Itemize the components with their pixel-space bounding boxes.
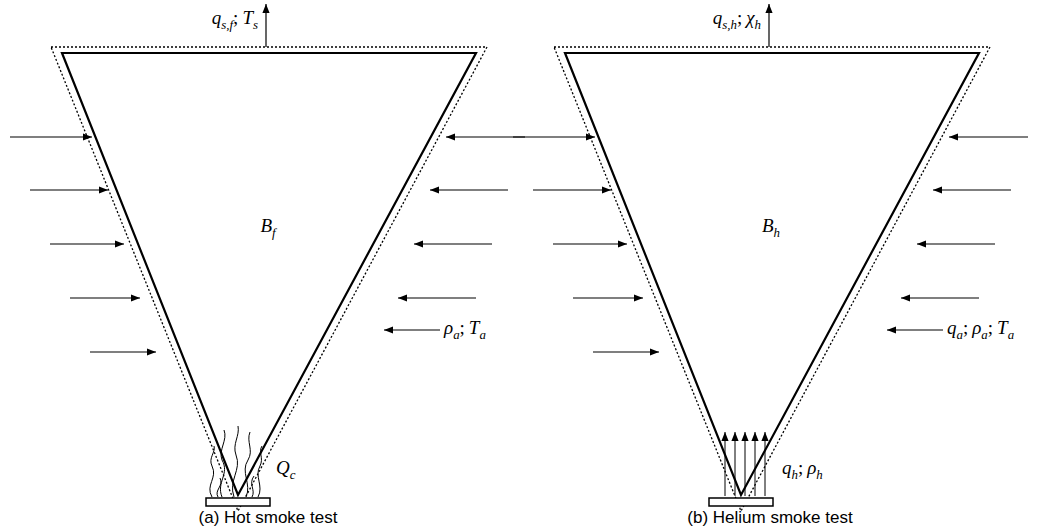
source-tray — [206, 498, 270, 506]
math-symbol: χ — [746, 7, 754, 28]
subscript: h — [774, 225, 780, 240]
label-group: ρa;Ta — [444, 318, 486, 341]
entrainment-arrow — [553, 243, 627, 244]
subscript: h — [792, 467, 798, 482]
entrainment-arrow — [573, 297, 643, 298]
flame — [220, 430, 225, 497]
math-symbol: q — [947, 317, 957, 338]
separator: ; — [460, 317, 465, 338]
subscript: s,f — [221, 17, 233, 32]
subscript: s,h — [722, 17, 737, 32]
subscript: a — [981, 327, 987, 342]
outflow-arrow — [265, 4, 266, 47]
entrainment-arrow — [398, 297, 476, 298]
flame — [252, 476, 254, 497]
entrainment-arrow — [30, 189, 108, 190]
math-symbol: ρ — [807, 457, 816, 478]
helium-flow-arrow — [745, 432, 746, 496]
math-symbol: q — [782, 457, 792, 478]
math-symbol: B — [762, 215, 774, 236]
flame — [258, 446, 262, 497]
subscript: a — [1008, 327, 1014, 342]
math-symbol: ρ — [972, 317, 981, 338]
entrainment-arrow — [414, 243, 492, 244]
subscript: h — [816, 467, 822, 482]
label-group: qs,f;Ts — [212, 8, 258, 31]
subscript: s — [253, 17, 258, 32]
separator: ; — [988, 317, 993, 338]
entrainment-arrow — [901, 297, 979, 298]
helium-flow-arrow — [755, 432, 756, 496]
flame — [245, 432, 250, 497]
caption: (b) Helium smoke test — [687, 508, 852, 527]
math-symbol: q — [713, 7, 723, 28]
helium-flow-arrow — [725, 432, 726, 496]
subscript: a — [453, 327, 459, 342]
separator: ; — [798, 457, 803, 478]
label-group: qh;ρh — [782, 458, 823, 481]
entrainment-arrow — [533, 189, 611, 190]
flame — [232, 426, 238, 497]
entrainment-arrow — [917, 243, 995, 244]
outflow-arrow — [768, 4, 769, 47]
caption: (b) Helium smoke test — [687, 509, 852, 526]
helium-flow-arrow — [765, 432, 766, 496]
math-symbol: B — [260, 215, 272, 236]
subscript: h — [755, 17, 761, 32]
entrainment-arrow — [430, 189, 508, 190]
math-symbol: T — [242, 7, 253, 28]
plume-triangle — [62, 53, 476, 495]
label-group: Bf — [260, 216, 275, 239]
subscript: c — [290, 467, 296, 482]
separator: ; — [963, 317, 968, 338]
entrainment-arrow — [887, 329, 943, 330]
caption: (a) Hot smoke test — [199, 508, 338, 527]
label-group: Bh — [762, 216, 780, 239]
plume-triangle — [565, 53, 979, 495]
entrainment-arrow — [513, 136, 595, 137]
math-symbol: ρ — [444, 317, 453, 338]
control-volume — [51, 47, 487, 511]
separator: ; — [233, 7, 238, 28]
caption: (a) Hot smoke test — [199, 509, 338, 526]
entrainment-arrow — [70, 297, 140, 298]
entrainment-arrow — [90, 351, 156, 352]
separator: ; — [737, 7, 742, 28]
flame — [210, 446, 214, 497]
math-symbol: Q — [276, 457, 290, 478]
helium-smoke-panel — [513, 4, 1028, 511]
entrainment-arrow — [949, 136, 1028, 137]
label-group: qa;ρa;Ta — [947, 318, 1014, 341]
subscript: f — [272, 225, 276, 240]
hot-smoke-panel — [10, 4, 525, 511]
entrainment-arrow — [10, 136, 92, 137]
entrainment-arrow — [50, 243, 124, 244]
math-symbol: q — [212, 7, 222, 28]
subscript: a — [479, 327, 485, 342]
subscript: a — [957, 327, 963, 342]
entrainment-arrow — [593, 351, 659, 352]
control-volume — [554, 47, 990, 511]
flame — [217, 478, 221, 497]
label-group: qs,h;χh — [713, 8, 761, 31]
entrainment-arrow — [933, 189, 1011, 190]
math-symbol: T — [469, 317, 480, 338]
math-symbol: T — [997, 317, 1008, 338]
label-group: Qc — [276, 458, 295, 481]
helium-flow-arrow — [735, 432, 736, 496]
source-tray — [709, 498, 773, 506]
entrainment-arrow — [384, 329, 440, 330]
